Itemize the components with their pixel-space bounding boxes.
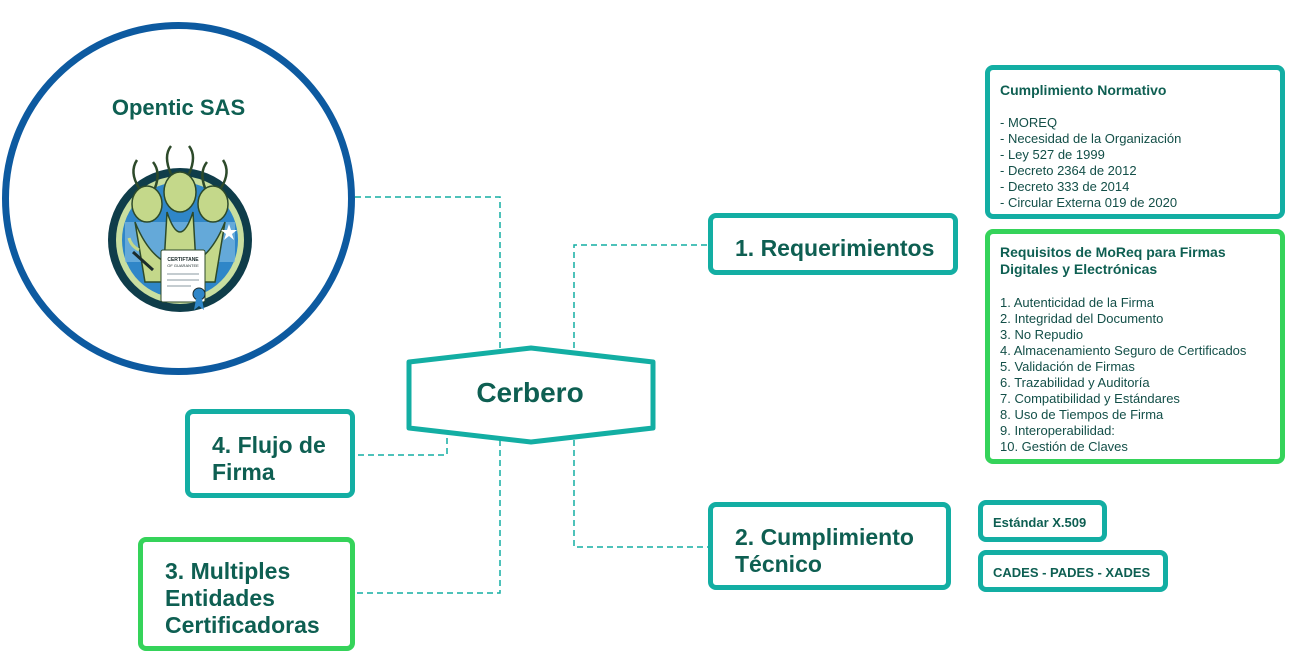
moreq-item: 1. Autenticidad de la Firma — [1000, 295, 1154, 310]
node-flujo-firma[interactable]: 4. Flujo de Firma — [185, 409, 355, 498]
normativo-item: - MOREQ — [1000, 115, 1058, 130]
node-cumplimiento-tecnico[interactable]: 2. Cumplimiento Técnico — [708, 502, 951, 590]
normativo-item: - Circular Externa 019 de 2020 — [1000, 195, 1178, 210]
panel-requisitos-moreq-title: Requisitos de MoReq para Firmas Digitale… — [1000, 244, 1226, 277]
center-label: Cerbero — [476, 377, 584, 408]
center-hexagon — [406, 345, 656, 445]
panel-cumplimiento-normativo-list: - MOREQ- Necesidad de la Organización- L… — [1000, 115, 1181, 211]
panel-cumplimiento-normativo: Cumplimiento Normativo - MOREQ- Necesida… — [985, 65, 1285, 219]
connector-requerimientos — [573, 244, 710, 348]
logo-text-1: CERTIFTANE — [167, 257, 199, 263]
normativo-item: - Ley 527 de 1999 — [1000, 147, 1105, 162]
normativo-item: - Decreto 2364 de 2012 — [1000, 163, 1137, 178]
tag-estandar-x509: Estándar X.509 — [978, 500, 1107, 542]
logo-text-2: OF GUARANTEE — [167, 263, 199, 268]
tag-formats-label: CADES - PADES - XADES — [993, 565, 1151, 580]
node-cumplimiento-tecnico-label: 2. Cumplimiento Técnico — [735, 524, 914, 577]
connector-multiples — [355, 440, 501, 594]
moreq-item: 7. Compatibilidad y Estándares — [1000, 391, 1180, 406]
node-multiples-entidades[interactable]: 3. Multiples Entidades Certificadoras — [138, 537, 355, 651]
node-requerimientos[interactable]: 1. Requerimientos — [708, 213, 958, 275]
node-flujo-firma-label: 4. Flujo de Firma — [212, 432, 326, 485]
node-requerimientos-label: 1. Requerimientos — [735, 235, 935, 261]
moreq-item: 10. Gestión de Claves — [1000, 439, 1128, 454]
tag-estandar-x509-label: Estándar X.509 — [993, 515, 1087, 530]
panel-cumplimiento-normativo-title: Cumplimiento Normativo — [1000, 82, 1167, 98]
connector-company — [355, 196, 501, 348]
normativo-item: - Decreto 333 de 2014 — [1000, 179, 1130, 194]
panel-requisitos-moreq: Requisitos de MoReq para Firmas Digitale… — [985, 229, 1285, 464]
node-multiples-entidades-label: 3. Multiples Entidades Certificadoras — [165, 558, 320, 638]
cerberus-logo-icon: CERTIFTANE OF GUARANTEE — [108, 145, 252, 312]
company-name: Opentic SAS — [111, 95, 246, 120]
tag-formats: CADES - PADES - XADES — [978, 550, 1168, 592]
connector-cumplimiento — [573, 440, 710, 548]
moreq-item: 2. Integridad del Documento — [1000, 311, 1164, 326]
company-circle: Opentic SAS CERTIFTANE OF GUARANTEE — [2, 22, 355, 375]
moreq-item: 6. Trazabilidad y Auditoría — [1000, 375, 1150, 390]
moreq-item: 4. Almacenamiento Seguro de Certificados — [1000, 343, 1247, 358]
moreq-item: 8. Uso de Tiempos de Firma — [1000, 407, 1164, 422]
moreq-item: 3. No Repudio — [1000, 327, 1084, 342]
normativo-item: - Necesidad de la Organización — [1000, 131, 1182, 146]
connector-flujo — [355, 438, 448, 456]
moreq-item: 9. Interoperabilidad: — [1000, 423, 1115, 438]
moreq-item: 5. Validación de Firmas — [1000, 359, 1135, 374]
